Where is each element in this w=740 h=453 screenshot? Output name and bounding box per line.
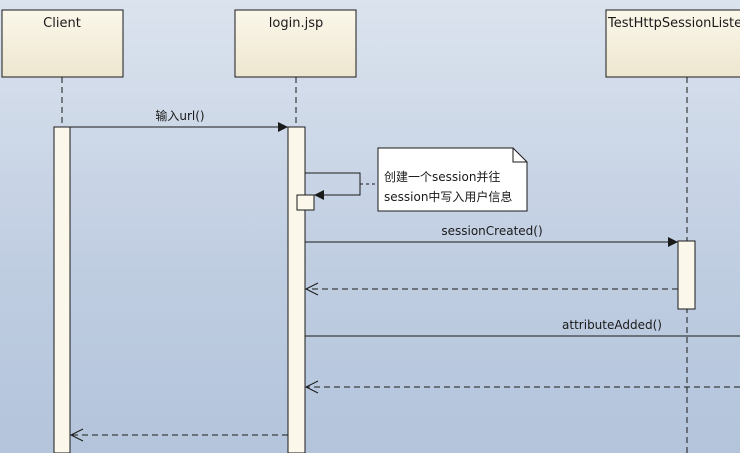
- message-attribute-added[interactable]: attributeAdded(): [305, 318, 740, 337]
- lifeline-label-client: Client: [43, 16, 81, 31]
- note-folded-corner: [512, 148, 527, 163]
- note-shape[interactable]: [377, 147, 528, 212]
- message-label-input-url: 输入url(): [155, 108, 204, 123]
- message-label-attribute-added: attributeAdded(): [562, 318, 662, 332]
- lifeline-box-client[interactable]: [1, 9, 124, 78]
- message-self-call-login-jsp[interactable]: [305, 172, 361, 200]
- message-return-session-created[interactable]: [304, 282, 678, 296]
- activation-bar-client: [53, 126, 71, 453]
- lifeline-test-http-session-listener[interactable]: TestHttpSessionListe: [605, 9, 740, 453]
- message-input-url[interactable]: 输入url(): [70, 108, 288, 132]
- lifeline-client[interactable]: Client: [1, 9, 124, 453]
- activation-bar-listener: [677, 240, 696, 310]
- message-arrow-self-call[interactable]: [305, 172, 361, 200]
- message-return-client[interactable]: [69, 428, 288, 442]
- message-return-attribute-added[interactable]: [304, 380, 740, 394]
- lifeline-box-test-http-session-listener[interactable]: [605, 9, 740, 78]
- note-text-line-1: 创建一个session并往: [384, 169, 500, 184]
- message-return-arrowhead-listener: [304, 282, 319, 296]
- message-return-arrowhead-client: [69, 428, 84, 442]
- lifeline-box-login-jsp[interactable]: [234, 9, 357, 78]
- note-text-line-2: session中写入用户信息: [384, 189, 512, 204]
- note[interactable]: 创建一个session并往 session中写入用户信息: [360, 147, 528, 212]
- lifeline-label-test-http-session-listener: TestHttpSessionListe: [607, 16, 740, 31]
- lifeline-label-login-jsp: login.jsp: [269, 16, 323, 31]
- message-session-created[interactable]: sessionCreated(): [305, 224, 678, 247]
- self-activation-login-jsp: [296, 194, 315, 211]
- message-return-arrowhead-attribute-added: [304, 380, 319, 394]
- message-label-session-created: sessionCreated(): [441, 224, 542, 238]
- activation-bar-login-jsp: [287, 126, 306, 453]
